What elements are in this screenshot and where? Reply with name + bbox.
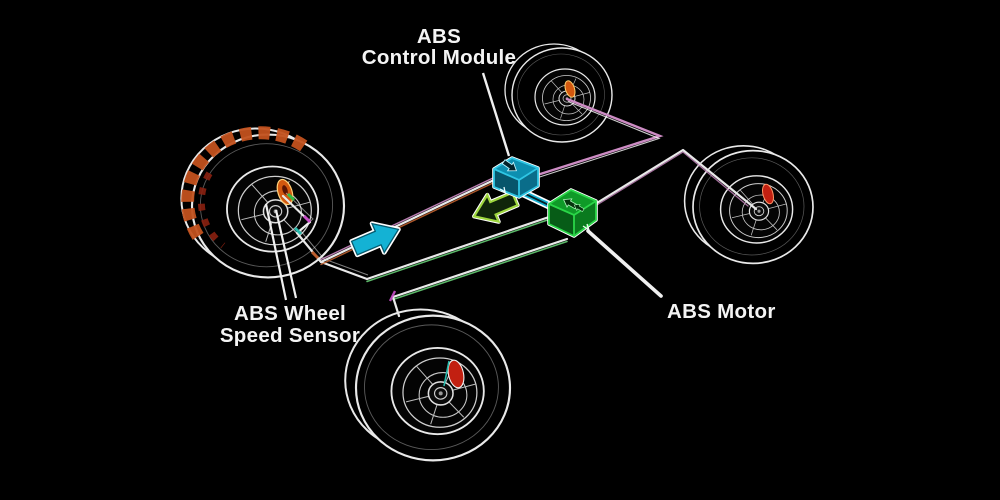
brake-line-rear-right xyxy=(590,148,758,211)
tire-tread-shadow xyxy=(197,171,226,249)
brake-caliper-rear-left xyxy=(564,80,576,98)
label-control-module: ABS Control Module xyxy=(362,25,517,69)
label-speed-sensor-line2: Speed Sensor xyxy=(220,324,360,347)
signal-rail-to-control-module xyxy=(319,176,496,266)
wheel-rear-right xyxy=(683,144,814,265)
abs-control-module-box xyxy=(492,156,540,199)
flow-arrow-to-module-icon xyxy=(348,215,404,262)
brake-caliper-front-left xyxy=(276,178,294,206)
brake-line-rear-left xyxy=(532,97,664,180)
abs-motor-box xyxy=(547,188,598,238)
tire-tread-highlight xyxy=(181,126,308,246)
brake-caliper-front-right xyxy=(443,359,465,389)
sensor-accent-front-right xyxy=(443,360,450,387)
pointer-motor xyxy=(586,229,663,298)
wheel-rear-left xyxy=(504,43,613,143)
wheel-front-left xyxy=(180,126,346,279)
pointer-speed-sensor xyxy=(264,203,298,301)
label-speed-sensor: ABS Wheel Speed Sensor xyxy=(220,302,360,347)
brake-line-front-left xyxy=(281,192,369,281)
wheel-front-right xyxy=(344,308,512,462)
label-control-module-line1: ABS xyxy=(417,25,461,48)
label-speed-sensor-line1: ABS Wheel xyxy=(234,302,346,325)
label-motor: ABS Motor xyxy=(667,300,776,323)
module-front-mark xyxy=(499,186,506,194)
brake-caliper-rear-right xyxy=(762,183,774,205)
signal-rail-to-motor xyxy=(365,215,551,283)
label-control-module-line2: Control Module xyxy=(362,46,517,69)
pointer-control-module xyxy=(481,72,511,157)
brake-line-front-right xyxy=(388,237,569,318)
